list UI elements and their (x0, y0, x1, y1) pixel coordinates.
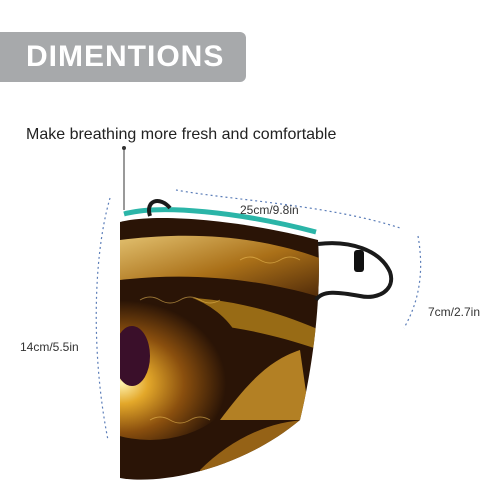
banner-title: DIMENTIONS (26, 40, 225, 73)
dragon-eye-icon (120, 290, 245, 440)
width-measurement: 25cm/9.8in (240, 203, 299, 217)
height-measurement: 14cm/5.5in (20, 340, 79, 354)
dimensions-banner: DIMENTIONS (0, 32, 246, 82)
tagline-pointer-dot (122, 146, 126, 150)
mask-top-trim (123, 207, 317, 235)
mask-body (120, 218, 319, 480)
tagline-text: Make breathing more fresh and comfortabl… (26, 126, 337, 143)
upper-ear-loop (147, 199, 172, 217)
depth-measurement: 7cm/2.7in (428, 305, 481, 319)
height-guide-arc (95, 197, 111, 441)
right-ear-loop (314, 241, 394, 302)
ear-loop-adjuster (354, 250, 364, 272)
depth-guide-arc (403, 235, 422, 329)
width-guide-arc (175, 189, 401, 229)
